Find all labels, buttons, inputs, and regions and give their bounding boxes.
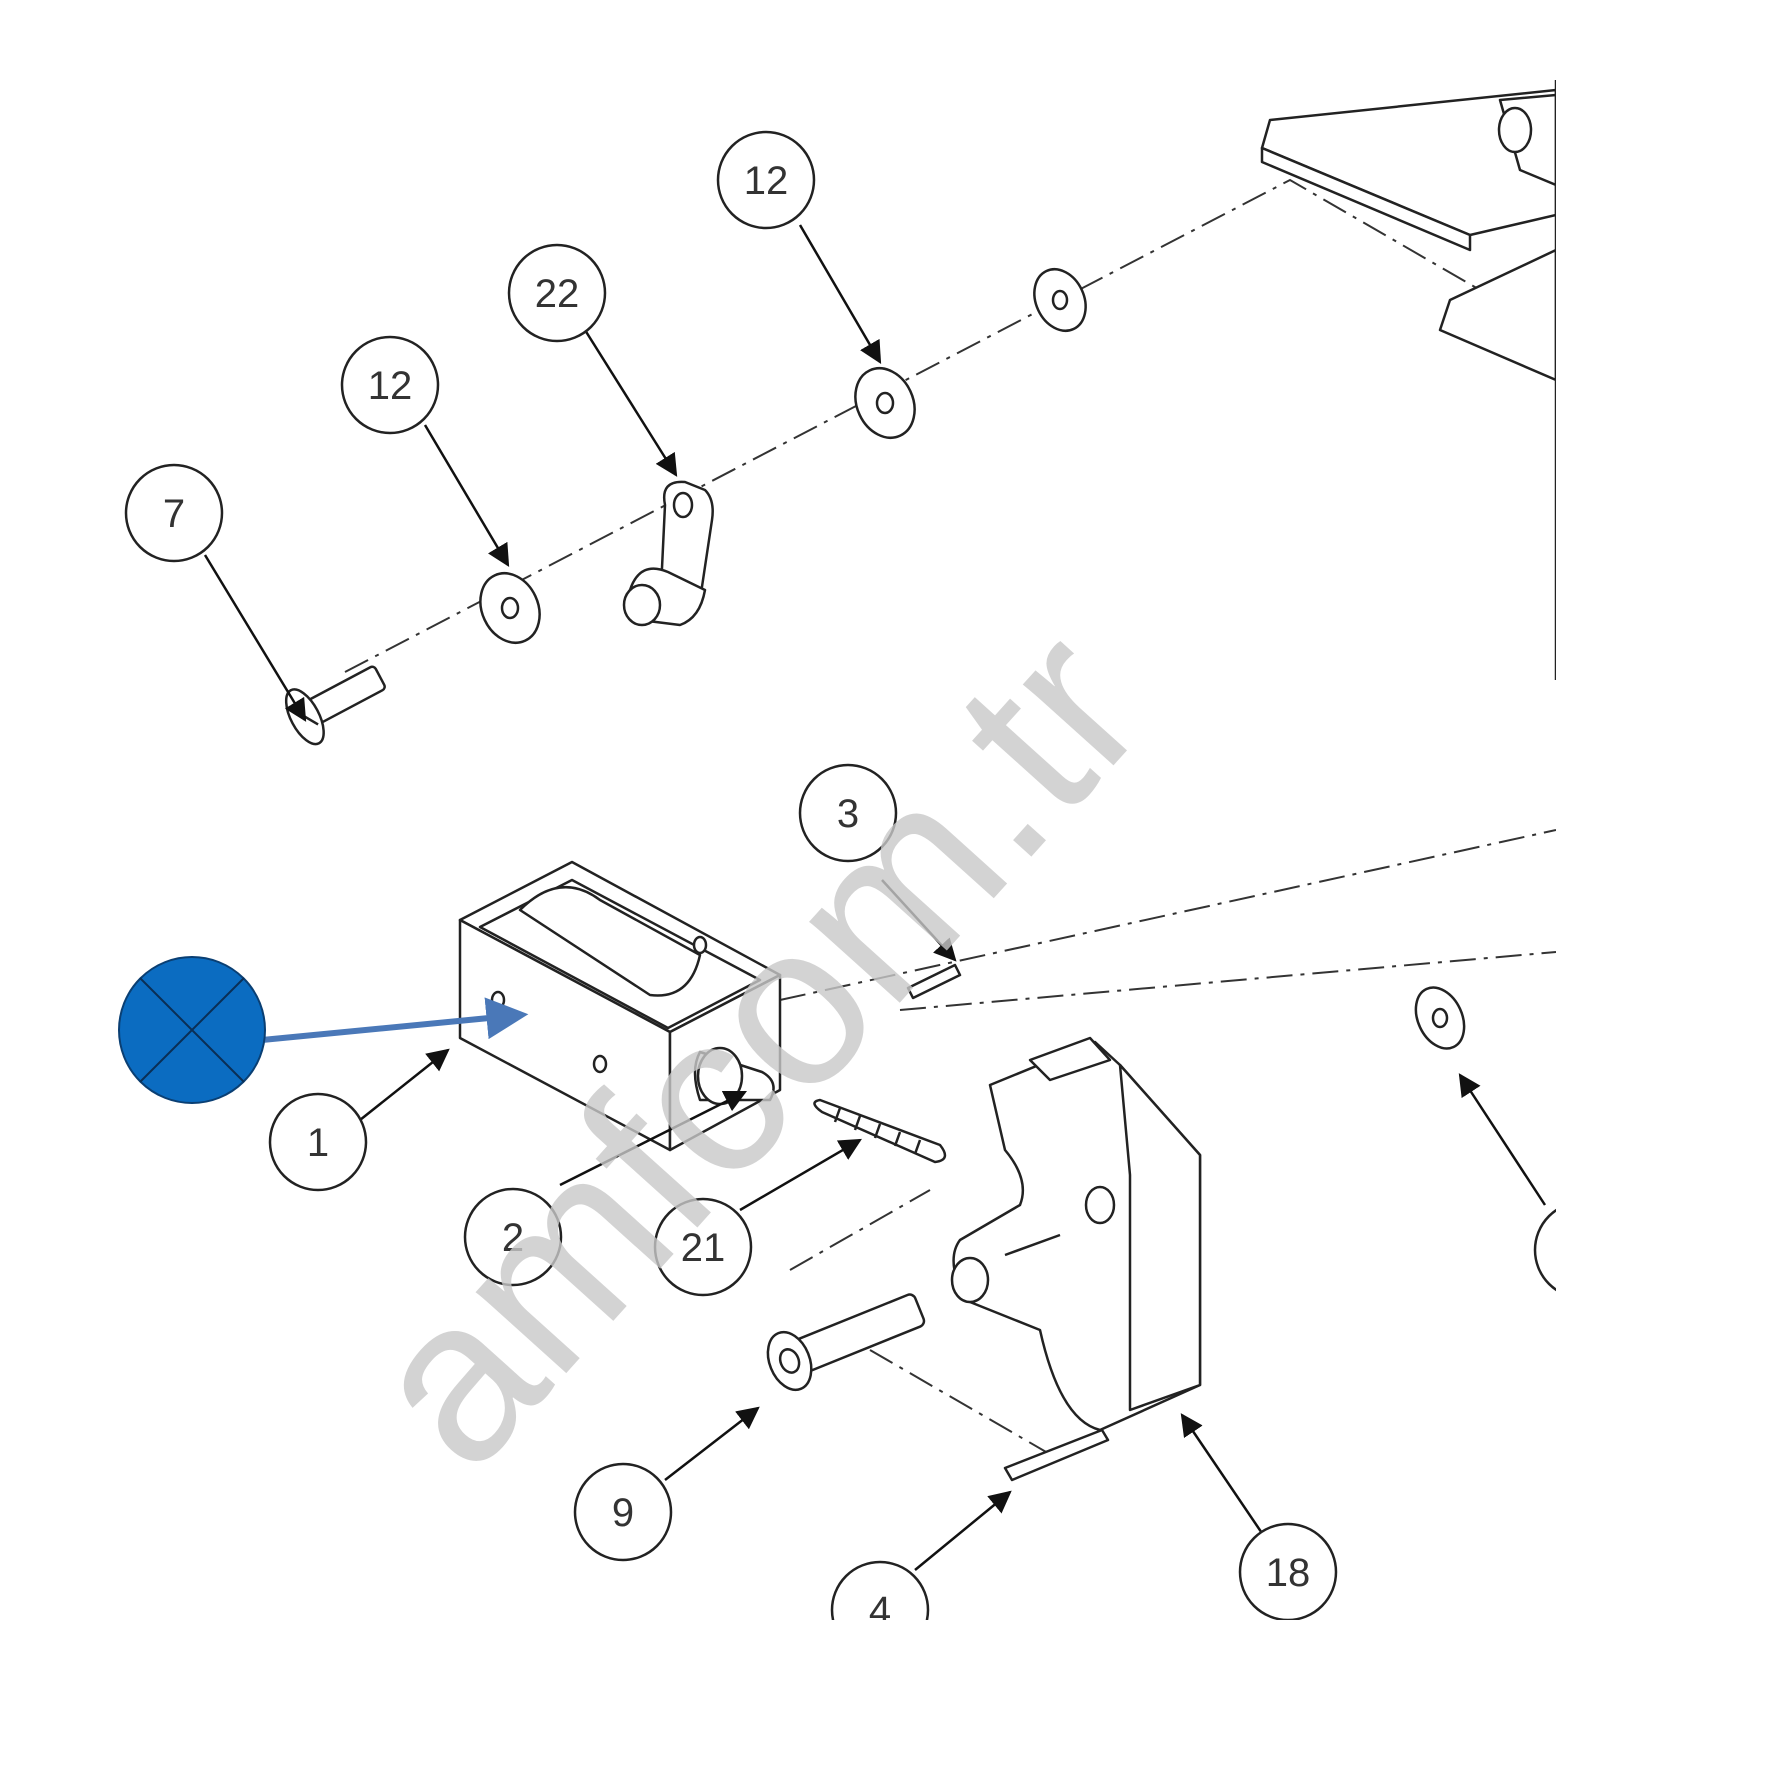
- callout-21: 21: [653, 1197, 753, 1297]
- callout-7: 7: [124, 463, 224, 563]
- svg-text:9: 9: [612, 1491, 634, 1535]
- spring-part-21: [813, 1098, 947, 1164]
- axis-line-upper: [344, 178, 1481, 673]
- callout-2: 2: [463, 1187, 563, 1287]
- callout-12-right: 12: [716, 130, 816, 230]
- callout-3: 3: [798, 763, 898, 863]
- svg-text:7: 7: [163, 492, 185, 536]
- callout-4: 4: [830, 1560, 930, 1633]
- svg-text:4: 4: [869, 1589, 891, 1633]
- leader-lines: [203, 224, 1547, 1571]
- svg-text:3: 3: [837, 792, 859, 836]
- solenoid-part-1: [458, 860, 782, 1152]
- svg-text:21: 21: [681, 1226, 726, 1270]
- callout-1: 1: [268, 1092, 368, 1192]
- cross-circle-icon[interactable]: [118, 956, 266, 1104]
- clamp-part-22: [622, 480, 714, 627]
- washer-right: [1414, 986, 1466, 1050]
- axis-line-lower: [899, 951, 1556, 1011]
- washer-far: [1033, 268, 1087, 332]
- callout-partial-right: [1533, 1208, 1556, 1292]
- callout-9: 9: [573, 1462, 673, 1562]
- pin-part-3: [906, 963, 962, 1000]
- pin-part-4: [1003, 1428, 1110, 1482]
- axis-line-middle: [779, 829, 1556, 1001]
- lever-part-18: [950, 1036, 1202, 1432]
- svg-text:18: 18: [1266, 1551, 1311, 1595]
- svg-text:2: 2: [502, 1216, 524, 1260]
- callout-18: 18: [1238, 1522, 1338, 1620]
- bolt-part-9: [766, 1293, 926, 1392]
- axis-line-pin: [789, 1189, 1061, 1461]
- svg-text:12: 12: [368, 364, 413, 408]
- washer-part-12-left: [479, 572, 541, 644]
- screw-part-7: [284, 665, 386, 746]
- callout-22: 22: [507, 243, 607, 343]
- marker-arrow: [261, 997, 529, 1043]
- top-bracket-part: [1260, 88, 1556, 382]
- callout-12-left: 12: [340, 335, 440, 435]
- washer-part-12-right: [854, 367, 916, 439]
- svg-text:22: 22: [535, 272, 580, 316]
- svg-text:1: 1: [307, 1121, 329, 1165]
- svg-text:12: 12: [744, 159, 789, 203]
